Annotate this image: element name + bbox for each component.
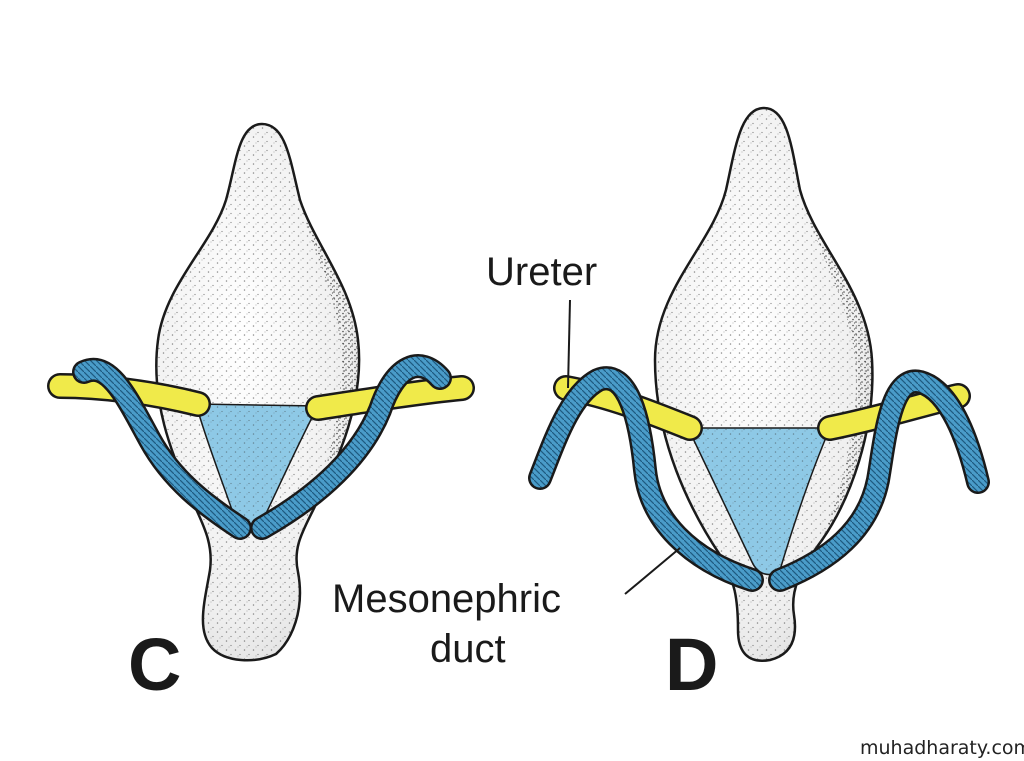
mesonephric-leader-line: [624, 547, 681, 595]
ureter-label: Ureter: [486, 250, 597, 294]
panel-d-letter: D: [665, 623, 718, 706]
duct-label: duct: [430, 627, 506, 671]
ureter-leader-line: [567, 299, 571, 389]
mesonephric-label: Mesonephric: [332, 577, 561, 621]
panel-d: D: [528, 106, 990, 706]
labels: Ureter Mesonephric duct: [332, 250, 681, 671]
watermark: muhadharaty.com: [860, 737, 1024, 759]
panel-c-letter: C: [128, 623, 181, 706]
panel-c: C: [47, 122, 475, 706]
